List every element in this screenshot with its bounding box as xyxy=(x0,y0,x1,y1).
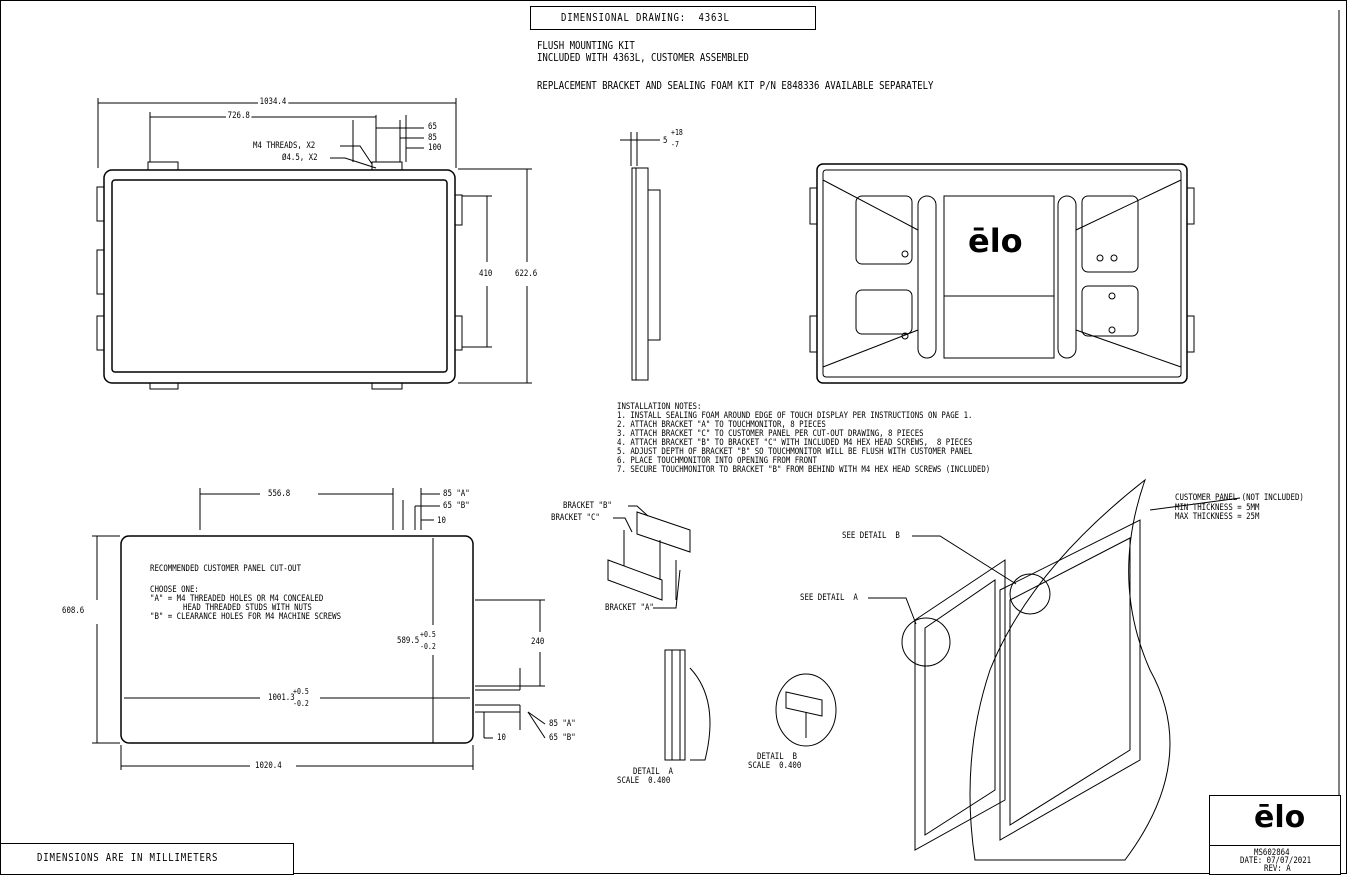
dim-556: 556.8 xyxy=(268,489,291,499)
note-7: 7. SECURE TOUCHMONITOR TO BRACKET "B" FR… xyxy=(617,465,991,475)
dim-depth-base: 5 xyxy=(663,136,668,146)
cutout-choose: CHOOSE ONE: xyxy=(150,585,199,595)
detail-a-label: DETAIL A xyxy=(633,767,674,777)
cutout-option-a-2: HEAD THREADED STUDS WITH NUTS xyxy=(183,603,312,613)
notes-heading: INSTALLATION NOTES: xyxy=(617,402,702,412)
dimensions-note-box: DIMENSIONS ARE IN MILLIMETERS xyxy=(0,843,294,875)
see-detail-b: SEE DETAIL B xyxy=(842,531,900,541)
detail-b-label: DETAIL B xyxy=(757,752,798,762)
dim-589-plus: +0.5 xyxy=(420,630,436,639)
drawing-title: DIMENSIONAL DRAWING: 4363L xyxy=(561,11,730,24)
note-4: 4. ATTACH BRACKET "B" TO BRACKET "C" WIT… xyxy=(617,438,973,448)
cutout-title: RECOMMENDED CUSTOMER PANEL CUT-OUT xyxy=(150,564,302,574)
dim-bracket-span: 726.8 xyxy=(226,111,252,121)
dim-depth-plus: +18 xyxy=(671,128,683,137)
dim-1001-plus: +0.5 xyxy=(293,687,309,696)
header-line-1: FLUSH MOUNTING KIT xyxy=(537,39,635,52)
detail-a-scale: SCALE 0.400 xyxy=(617,776,671,786)
detail-b-scale: SCALE 0.400 xyxy=(748,761,802,771)
dim-65b-bottom: 65 "B" xyxy=(549,733,576,743)
dim-589: 589.5 xyxy=(397,636,420,646)
dim-height: 622.6 xyxy=(515,269,538,279)
part-number: MS602864 xyxy=(1254,848,1290,858)
dim-1020: 1020.4 xyxy=(255,761,282,771)
dimensions-note: DIMENSIONS ARE IN MILLIMETERS xyxy=(37,851,219,864)
cutout-option-b: "B" = CLEARANCE HOLES FOR M4 MACHINE SCR… xyxy=(150,612,342,622)
note-2: 2. ATTACH BRACKET "A" TO TOUCHMONITOR, 8… xyxy=(617,420,826,430)
title-block: ēlo MS602864 DATE: 07/07/2021 REV: A xyxy=(1209,795,1341,875)
revision: REV: A xyxy=(1264,864,1291,874)
dim-inner-height: 410 xyxy=(479,269,493,279)
bracket-a-label: BRACKET "A" xyxy=(605,603,654,613)
see-detail-a: SEE DETAIL A xyxy=(800,593,858,603)
note-6: 6. PLACE TOUCHMONITOR INTO OPENING FROM … xyxy=(617,456,817,466)
dim-85a-top: 85 "A" xyxy=(443,489,470,499)
dim-65b-top: 65 "B" xyxy=(443,501,470,511)
dim-10-top: 10 xyxy=(437,516,446,526)
bracket-c-label: BRACKET "C" xyxy=(551,513,600,523)
drawing-date: DATE: 07/07/2021 xyxy=(1240,856,1312,866)
footer-logo: ēlo xyxy=(1254,800,1306,835)
header-line-2: INCLUDED WITH 4363L, CUSTOMER ASSEMBLED xyxy=(537,51,749,64)
customer-panel-label: CUSTOMER PANEL (NOT INCLUDED) xyxy=(1175,493,1304,503)
dim-85a-bottom: 85 "A" xyxy=(549,719,576,729)
title-box: DIMENSIONAL DRAWING: 4363L xyxy=(530,6,816,30)
dim-1001: 1001.3 xyxy=(268,693,295,703)
note-5: 5. ADJUST DEPTH OF BRACKET "B" SO TOUCHM… xyxy=(617,447,973,457)
customer-panel-min: MIN THICKNESS = 5MM xyxy=(1175,503,1260,513)
dim-depth-minus: -7 xyxy=(671,140,679,149)
bracket-b-label: BRACKET "B" xyxy=(563,501,612,511)
dim-100: 100 xyxy=(428,143,442,153)
customer-panel-max: MAX THICKNESS = 25M xyxy=(1175,512,1260,522)
dim-front-width: 1034.4 xyxy=(258,97,288,107)
thread-callout: M4 THREADS, X2 xyxy=(253,141,316,151)
hole-callout: Ø4.5, X2 xyxy=(282,153,318,163)
dim-65: 65 xyxy=(428,122,437,132)
dim-589-minus: -0.2 xyxy=(420,642,436,651)
monitor-logo: ēlo xyxy=(968,222,1023,260)
cutout-option-a-1: "A" = M4 THREADED HOLES OR M4 CONCEALED xyxy=(150,594,324,604)
title-block-divider xyxy=(1210,845,1340,846)
note-1: 1. INSTALL SEALING FOAM AROUND EDGE OF T… xyxy=(617,411,973,421)
dim-240: 240 xyxy=(531,637,545,647)
header-line-3: REPLACEMENT BRACKET AND SEALING FOAM KIT… xyxy=(537,79,934,92)
dim-608: 608.6 xyxy=(62,606,85,616)
dim-1001-minus: -0.2 xyxy=(293,699,309,708)
dim-85: 85 xyxy=(428,133,437,143)
note-3: 3. ATTACH BRACKET "C" TO CUSTOMER PANEL … xyxy=(617,429,924,439)
dim-10-bottom: 10 xyxy=(497,733,506,743)
